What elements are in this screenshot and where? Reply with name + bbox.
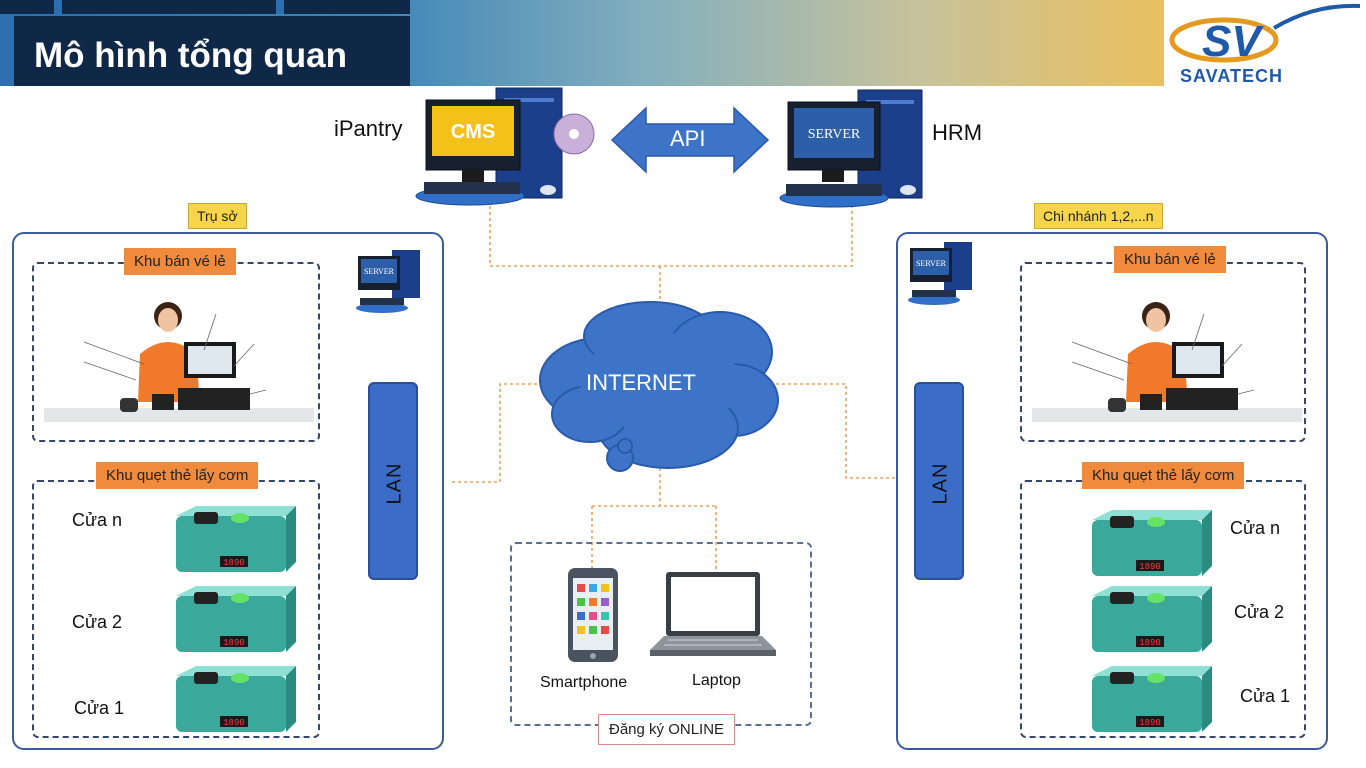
right-ticket-area-label: Khu bán vé lẻ [1114,246,1226,273]
page-title: Mô hình tổng quan [14,16,410,86]
brand-name: SAVATECH [1180,66,1284,86]
cms-computer: CMS [415,87,595,206]
hrm-server-computer: SERVER [779,89,923,208]
svg-text:SERVER: SERVER [916,259,947,268]
left-ticket-area-label: Khu bán vé lẻ [124,248,236,275]
logo-letters: SV [1202,17,1264,66]
svg-text:SERVER: SERVER [364,267,395,276]
left-swipe-area-label: Khu quẹt thẻ lấy cơm [96,462,259,489]
laptop-icon [650,572,776,656]
api-label: API [670,126,706,151]
right-site-tag: Chi nhánh 1,2,...n [1034,203,1163,229]
right-swipe-area-label: Khu quẹt thẻ lấy cơm [1082,462,1245,489]
laptop-label: Laptop [692,672,741,689]
cms-screen-text: CMS [451,121,495,143]
savatech-logo: SV SAVATECH [1164,0,1366,88]
left-site-server: SERVER [356,250,420,313]
internet-cloud [539,301,779,472]
right-lan-bar: LAN [914,382,964,580]
api-arrow [610,106,770,174]
left-door-2: Cửa 2 [72,612,123,632]
right-door-n: Cửa n [1230,518,1281,538]
right-door-2: Cửa 2 [1234,602,1285,622]
online-registration-tag: Đăng ký ONLINE [598,714,736,745]
header-top-strip [0,0,410,14]
ipantry-label: iPantry [334,116,403,141]
smartphone-label: Smartphone [540,674,628,691]
internet-label: INTERNET [586,370,696,395]
right-site-panel [896,232,1328,750]
right-door-1: Cửa 1 [1240,686,1291,706]
left-site-tag: Trụ sở [188,203,247,229]
right-site-server: SERVER [908,242,972,305]
server-screen-text: SERVER [808,127,861,142]
left-lan-bar: LAN [368,382,418,580]
left-door-n: Cửa n [72,510,123,530]
left-door-1: Cửa 1 [74,698,125,718]
hrm-label: HRM [932,120,983,145]
smartphone-icon [568,568,618,662]
